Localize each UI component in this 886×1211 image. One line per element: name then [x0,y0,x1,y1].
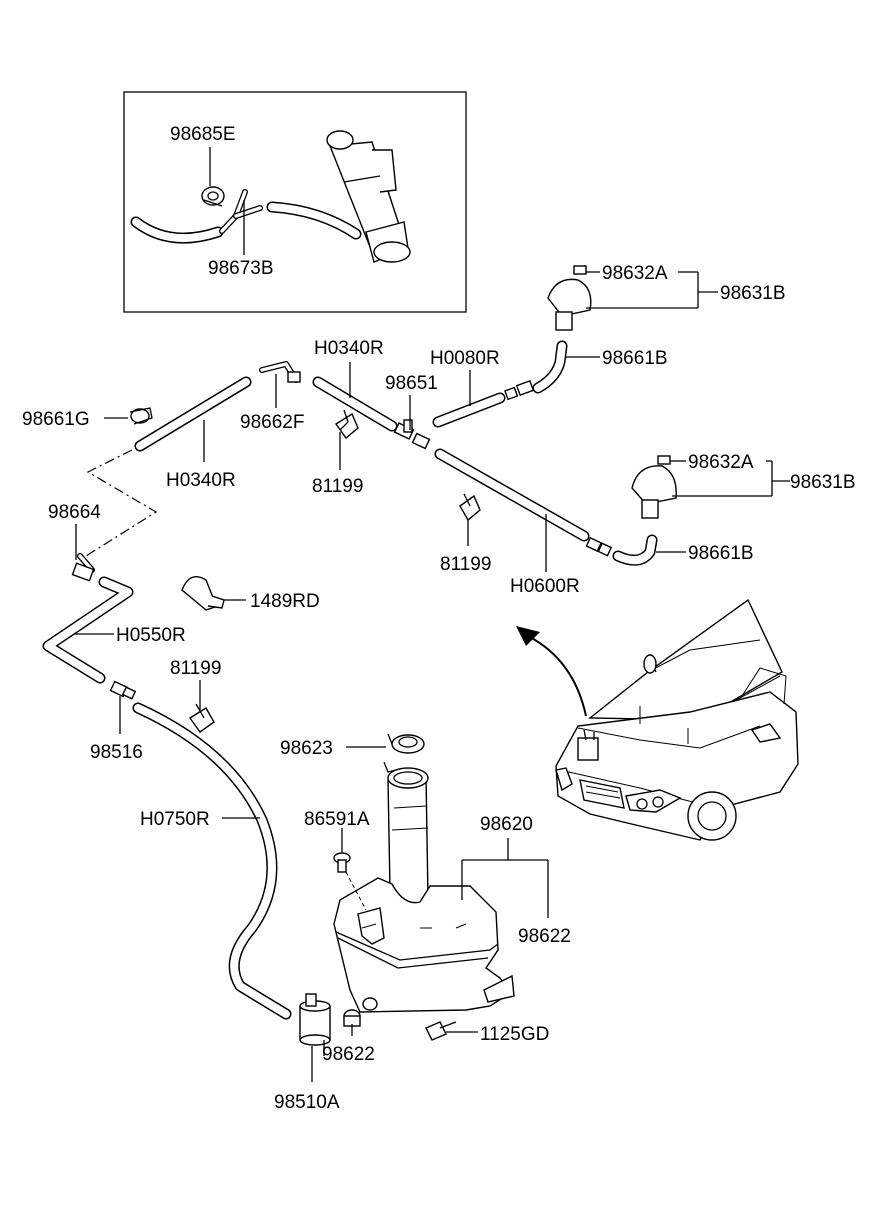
label-98651: 98651 [385,373,438,394]
hose-clip-icon [188,703,215,733]
label-H0340R-top: H0340R [314,338,384,359]
inset-detail: 98685E 98673B [123,91,467,313]
label-98623: 98623 [280,738,333,759]
headlamp-washer-nozzle-icon [326,130,411,263]
label-98661G: 98661G [22,409,90,430]
label-1125GD: 1125GD [480,1024,549,1045]
label-81199-a: 81199 [312,476,363,497]
upper-hose-network: 98661B H0080R H0340R 98651 H0600R [22,338,754,597]
washer-pump-icon [299,993,331,1056]
fastener-icon [333,852,351,873]
phantom-line [85,449,158,557]
joint-connector-icon [109,680,137,700]
connector-icon [585,536,613,557]
label-98622-right: 98622 [518,926,571,947]
label-98673B: 98673B [208,258,274,279]
hose-clamp-icon [129,407,153,425]
label-98685E: 98685E [170,124,236,145]
elbow-connector-icon [71,553,95,582]
vehicle-illustration [516,598,799,841]
filler-cap-icon [383,733,425,773]
label-H0080R: H0080R [430,348,500,369]
label-98631B-top: 98631B [720,283,786,304]
hose-clip-icon [334,409,359,440]
label-98661B-top: 98661B [602,348,668,369]
washer-nozzle-mid: 98632A 98631B [631,452,856,519]
label-98664: 98664 [48,502,101,523]
car-body-icon [555,691,799,841]
spray-nozzle-icon [631,465,677,505]
hose-clip-icon [459,493,481,522]
hose-clip-icon [201,186,225,207]
label-98662F: 98662F [240,412,304,433]
label-98632A-mid: 98632A [688,452,754,473]
label-98620: 98620 [480,814,533,835]
label-98632A-top: 98632A [602,263,668,284]
label-98661B-mid: 98661B [688,543,754,564]
label-81199-c: 81199 [170,658,221,679]
connector-icon [504,380,535,401]
label-98631B-mid: 98631B [790,472,856,493]
label-98516: 98516 [90,742,143,763]
label-H0600R: H0600R [510,576,580,597]
label-86591A: 86591A [304,809,370,830]
washer-nozzle-top: 98632A 98631B [547,263,786,331]
label-98510A: 98510A [274,1092,340,1113]
label-H0750R: H0750R [140,809,210,830]
label-H0550R: H0550R [116,625,186,646]
label-H0340R-left: H0340R [166,470,236,491]
lower-left-hoses: 98664 H0550R 98516 1489RD H0750R [42,502,320,1020]
label-81199-b: 81199 [440,554,491,575]
bolt-icon [425,1021,457,1041]
arrow-icon [516,626,540,646]
elbow-connector-icon [259,361,301,383]
label-98622-bottom: 98622 [322,1044,375,1065]
inset-frame [123,91,467,313]
hose-clamp-icon [181,576,225,611]
tee-connector-icon [393,419,431,450]
washer-reservoir: 98623 86591A 98620 98622 [274,733,571,1113]
grommet-icon [343,997,378,1027]
spray-nozzle-icon [547,278,592,317]
label-1489RD: 1489RD [250,591,320,612]
